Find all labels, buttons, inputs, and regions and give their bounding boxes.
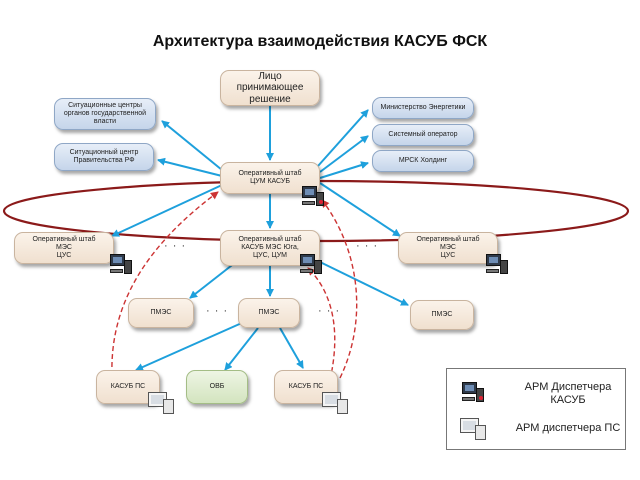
ellipsis-hq-right: · · · — [356, 240, 379, 252]
kasub-workstation-icon — [486, 254, 508, 274]
legend-kasub-icon — [462, 382, 484, 402]
arrow-center-to-pmes-left — [189, 261, 237, 299]
arrow-pmes-to-kasub-left — [135, 321, 245, 371]
kasub-workstation-icon — [110, 254, 132, 274]
node-pmes-left: ПМЭС — [128, 298, 194, 328]
node-ministry: Министерство Энергетики — [372, 97, 474, 119]
arrow-hq-to-ministry — [317, 109, 369, 167]
dashed-kasub-left-to-hq — [111, 191, 219, 376]
arrow-pmes-to-ovb — [224, 327, 259, 371]
arrow-center-to-pmes-right — [319, 261, 409, 306]
ps-workstation-icon — [322, 392, 348, 414]
arrow-hq-to-hq-left — [111, 184, 223, 237]
node-hq-left: Оперативный штаб МЭС ЦУС — [14, 232, 114, 264]
legend-label-kasub: АРМ Диспетчера КАСУБ — [524, 381, 612, 407]
kasub-workstation-icon — [302, 186, 324, 206]
dashed-kasub-right-to-hq — [321, 199, 358, 379]
ellipsis-pmes-right: · · · — [318, 305, 341, 317]
node-hq-center: Оперативный штаб КАСУБ МЭС Юга, ЦУС, ЦУМ — [220, 230, 320, 266]
arrow-hq-to-operator — [319, 135, 369, 173]
node-gov-center: Ситуационный центр Правительства РФ — [54, 143, 154, 171]
dashed-kasub-right-to-center — [307, 267, 336, 381]
arrow-pmes-to-kasub-right — [279, 327, 304, 369]
node-decision-maker: Лицо принимающее решение — [220, 70, 320, 106]
arrow-hq-to-hq-right — [319, 182, 401, 237]
diagram-title: Архитектура взаимодействия КАСУБ ФСК — [152, 33, 488, 50]
arrow-hq-to-gov — [157, 157, 223, 177]
legend-label-ps: АРМ диспетчера ПС — [515, 422, 621, 434]
node-hq-right: Оперативный штаб МЭС ЦУС — [398, 232, 498, 264]
ellipsis-hq-left: · · · — [164, 240, 187, 252]
arrow-hq-to-situational — [161, 120, 223, 171]
ellipsis-pmes-left: · · · — [206, 305, 229, 317]
node-ovb: ОВБ — [186, 370, 248, 404]
legend-ps-icon — [460, 418, 486, 440]
kasub-workstation-icon — [300, 254, 322, 274]
node-kasub-ps-right: КАСУБ ПС — [274, 370, 338, 404]
node-situational-centers: Ситуационные центры органов государствен… — [54, 98, 156, 130]
node-system-operator: Системный оператор — [372, 124, 474, 146]
node-mrsk: МРСК Холдинг — [372, 150, 474, 172]
arrow-hq-to-mrsk — [319, 161, 369, 179]
node-pmes-center: ПМЭС — [238, 298, 300, 328]
node-pmes-right: ПМЭС — [410, 300, 474, 330]
ps-workstation-icon — [148, 392, 174, 414]
